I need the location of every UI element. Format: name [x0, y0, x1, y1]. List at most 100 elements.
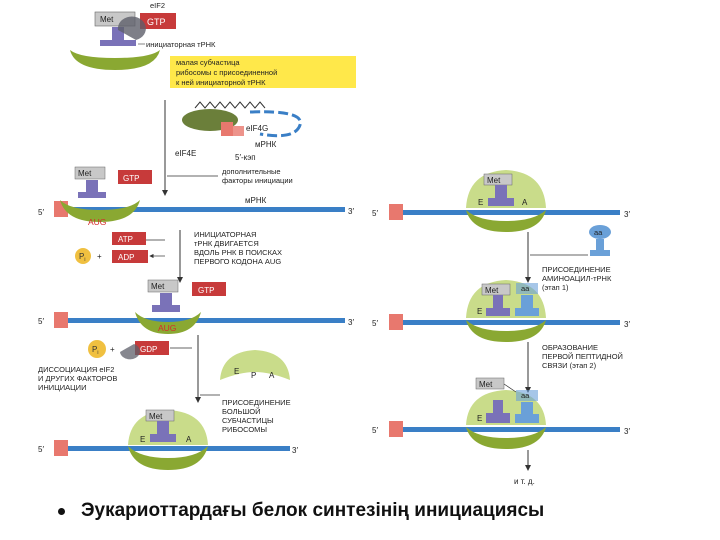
met-label-r3: Met: [479, 380, 493, 389]
gdp-group: Pi + GDP ДИССОЦИАЦИЯ eIF2 И ДРУГИХ ФАКТО…: [38, 340, 192, 392]
met-label: Met: [100, 15, 114, 24]
large-join-line4: РИБОСОМЫ: [222, 425, 267, 434]
small-subunit-box: [170, 56, 356, 88]
initiator-trna-label: инициаторная тРНК: [146, 40, 216, 49]
moves-line1: ИНИЦИАТОРНАЯ: [194, 230, 256, 239]
trna-4: [150, 421, 176, 442]
large-join-line3: СУБЧАСТИЦЫ: [222, 416, 274, 425]
five-prime-4: 5′: [38, 445, 44, 454]
three-prime-4: 3′: [292, 446, 298, 455]
met-label-r1: Met: [487, 176, 501, 185]
site-e-r1: E: [478, 198, 483, 207]
gtp-box-2: [118, 170, 152, 184]
aminoacyl-line1: ПРИСОЕДИНЕНИЕ: [542, 265, 611, 274]
aug-label-2: AUG: [88, 217, 106, 227]
moves-text: ИНИЦИАТОРНАЯ тРНК ДВИГАЕТСЯ ВДОЛЬ РНК В …: [194, 230, 282, 266]
right-row1: 5′ 3′ Met E A: [372, 170, 630, 232]
gtp-label-2: GTP: [123, 174, 139, 183]
five-prime-r1: 5′: [372, 209, 378, 218]
right-row3: 5′ 3′ Met aa E: [372, 377, 630, 449]
peptide-line3: СВЯЗИ (этап 2): [542, 361, 597, 370]
aa-box-r3: [516, 390, 538, 401]
peptide-line2: ПЕРВОЙ ПЕПТИДНОЙ: [542, 352, 623, 361]
gtp-label: GTP: [147, 17, 166, 27]
five-prime-2: 5′: [38, 208, 44, 217]
trna-a-r2: [515, 295, 539, 316]
site-a-4: A: [186, 435, 192, 444]
pi-circle-1: [75, 248, 91, 264]
eif4e-shape: [221, 122, 233, 136]
eif2-shape: [117, 16, 146, 40]
three-prime-r2: 3′: [624, 320, 630, 329]
left-row4: 5′ 3′ Met E A: [38, 409, 298, 470]
met-label-3: Met: [151, 282, 165, 291]
peptide-text: ОБРАЗОВАНИЕ ПЕРВОЙ ПЕПТИДНОЙ СВЯЗИ (этап…: [542, 343, 623, 370]
mrna-label: мРНК: [255, 140, 277, 149]
met-label-4: Met: [149, 412, 163, 421]
trna-3: [152, 293, 180, 312]
pi-label-2: Pi: [92, 345, 98, 356]
dissoc-line1: ДИССОЦИАЦИЯ eIF2: [38, 365, 114, 374]
three-prime-2: 3′: [348, 207, 354, 216]
small-subunit-r1: [466, 210, 546, 232]
aa-box-r2: [516, 283, 538, 294]
small-subunit-r2: [466, 320, 546, 342]
eif4e-label: eIF4E: [175, 149, 196, 158]
met-label-r2: Met: [485, 286, 499, 295]
aa-bubble: [589, 225, 611, 239]
mrna-strand-r3: [390, 427, 620, 432]
five-prime-3: 5′: [38, 317, 44, 326]
site-e-free: E: [234, 367, 239, 376]
gtp-label-3: GTP: [198, 286, 214, 295]
mrna-strand-2: [55, 207, 345, 212]
pi-circle-2: [88, 340, 106, 358]
gdp-box: [135, 341, 169, 355]
caption: Эукариоттардағы белок синтезінің инициац…: [58, 496, 708, 526]
caption-text: Эукариоттардағы белок синтезінің инициац…: [81, 500, 545, 521]
site-e-r3: E: [477, 414, 482, 423]
mrna-label-2: мРНК: [245, 196, 267, 205]
cap-4: [54, 440, 68, 456]
met-label-2: Met: [78, 169, 92, 178]
small-subunit-4: [128, 446, 208, 470]
aminoacyl-line2: АМИНОАЦИЛ-тРНК: [542, 274, 612, 283]
left-row2: 5′ 3′ мРНК Met GTP AUG: [38, 166, 354, 227]
trna-p-r3: [486, 400, 510, 423]
moves-line3: ВДОЛЬ РНК В ПОИСКАХ: [194, 248, 282, 257]
site-p-free: P: [251, 371, 256, 380]
adp-label: ADP: [118, 253, 134, 262]
atp-box: [112, 232, 146, 245]
mrna-strand-r1: [390, 210, 620, 215]
aminoacyl-line3: (этап 1): [542, 283, 569, 292]
eif2-released: [120, 344, 140, 360]
trna-r1: [488, 185, 514, 206]
eif4g-label: eIF4G: [246, 124, 268, 133]
met-box-r3: [475, 377, 505, 390]
trna-2: [78, 180, 106, 198]
dissoc-line3: ИНИЦИАЦИИ: [38, 383, 86, 392]
site-e-r2: E: [477, 307, 482, 316]
mrna-strand-r2: [390, 320, 620, 325]
aa-label-r2: aa: [521, 284, 530, 293]
three-prime-3: 3′: [348, 318, 354, 327]
dissoc-line2: И ДРУГИХ ФАКТОРОВ: [38, 374, 117, 383]
five-prime-r3: 5′: [372, 426, 378, 435]
cap-r2: [389, 314, 403, 330]
aminoacyl-free: aa ПРИСОЕДИНЕНИЕ АМИНОАЦИЛ-тРНК (этап 1): [530, 225, 612, 292]
extra-factors-line2: факторы инициации: [222, 176, 293, 185]
small-subunit-3: [135, 312, 201, 334]
moves-line4: ПЕРВОГО КОДОНА AUG: [194, 257, 281, 266]
eif4-complex: eIF4G eIF4E мРНК 5′-кэп дополнительные ф…: [167, 101, 302, 185]
adp-box: [112, 250, 148, 263]
met-box-2: [74, 166, 106, 180]
cap-r3: [389, 421, 403, 437]
site-e-4: E: [140, 435, 145, 444]
moves-line2: тРНК ДВИГАЕТСЯ: [194, 239, 259, 248]
cap-label: 5′-кэп: [235, 153, 256, 162]
extra-factors-line1: дополнительные: [222, 167, 281, 176]
mrna-strand-4: [55, 446, 290, 451]
three-prime-r3: 3′: [624, 427, 630, 436]
trna-a-r3: [515, 402, 539, 423]
step1-complex: eIF2 Met GTP инициаторная тРНК малая суб…: [70, 1, 356, 88]
